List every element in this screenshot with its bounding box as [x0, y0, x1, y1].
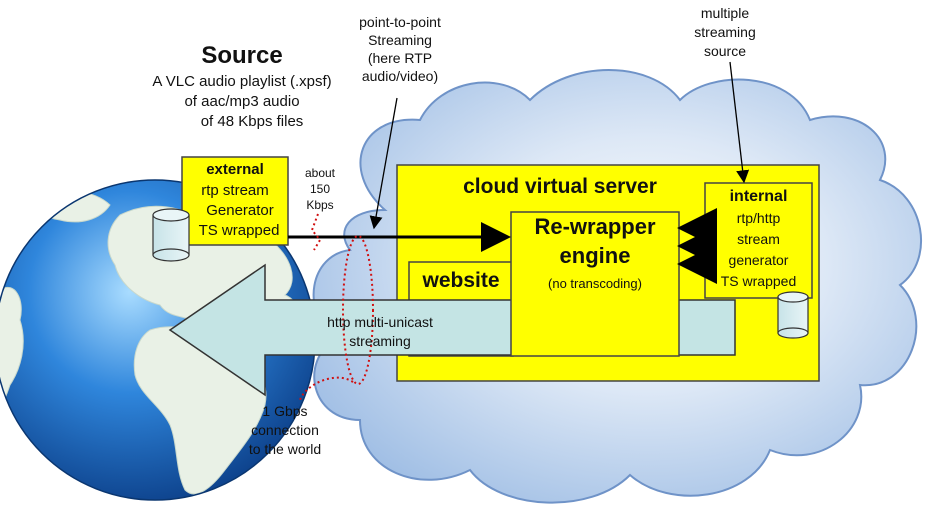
cloud-server-title: cloud virtual server [463, 175, 657, 198]
connection-line3: to the world [248, 441, 322, 457]
bitrate-line1: about [304, 166, 336, 180]
bitrate-line2: 150 [309, 182, 331, 196]
bitrate-dotted-marker [310, 213, 322, 251]
external-database-icon [152, 208, 190, 262]
internal-title: internal [729, 188, 788, 205]
connection-line2: connection [251, 422, 319, 438]
p2p-line3: (here RTP [367, 50, 433, 66]
p2p-line2: Streaming [368, 32, 432, 48]
source-desc-line2: of aac/mp3 audio [184, 93, 300, 110]
p2p-line4: audio/video) [361, 68, 439, 84]
multi-source-line2: streaming [694, 24, 756, 40]
internal-line1: rtp/http [736, 210, 781, 226]
source-desc-line3: of 48 Kbps files [200, 113, 304, 130]
source-desc-line1: A VLC audio playlist (.xpsf) [152, 73, 332, 90]
rewrapper-title-line2: engine [559, 243, 631, 268]
multi-source-pointer-line [729, 61, 750, 184]
multi-source-line1: multiple [700, 5, 750, 21]
external-line2: Generator [206, 202, 274, 219]
external-line1: rtp stream [201, 182, 269, 199]
rewrapper-note: (no transcoding) [548, 276, 642, 291]
external-line3: TS wrapped [198, 222, 280, 239]
rewrapper-title-line1: Re-wrapper [534, 214, 656, 239]
internal-line3: generator [728, 252, 789, 268]
external-generator-box [181, 156, 289, 246]
website-label: website [422, 269, 500, 292]
p2p-line1: point-to-point [359, 14, 441, 30]
internal-line4: TS wrapped [720, 273, 797, 289]
bitrate-line3: Kbps [306, 198, 334, 212]
multi-source-line3: source [703, 43, 747, 59]
connection-line1: 1 Gbps [262, 403, 308, 419]
internal-line2: stream [737, 231, 780, 247]
http-streaming-line2: streaming [349, 333, 411, 349]
connection-dotted-ellipse [342, 235, 374, 385]
external-title: external [206, 161, 264, 178]
p2p-pointer-line [369, 97, 398, 230]
http-streaming-line1: http multi-unicast [327, 314, 433, 330]
source-title: Source [201, 42, 283, 69]
internal-database-icon [777, 291, 809, 339]
connection-dotted-pointer [299, 376, 354, 401]
rewrapper-engine-box [510, 211, 680, 357]
internal-generator-box [704, 182, 813, 299]
